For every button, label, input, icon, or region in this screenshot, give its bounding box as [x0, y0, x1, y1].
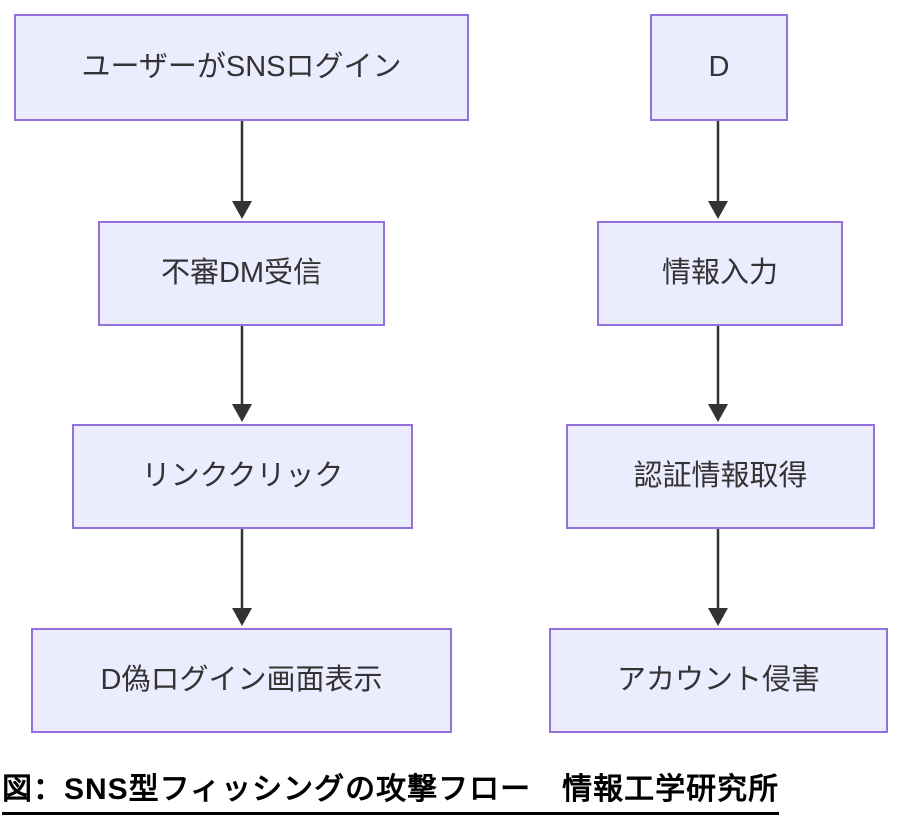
flow-node-suspicious-dm: 不審DM受信 [98, 221, 385, 326]
flow-node-link-click: リンククリック [72, 424, 413, 529]
flow-node-info-input: 情報入力 [597, 221, 843, 326]
flow-node-credential-theft: 認証情報取得 [566, 424, 875, 529]
node-label: 不審DM受信 [160, 257, 323, 290]
node-label: アカウント侵害 [616, 664, 820, 697]
flow-node-d: D [650, 14, 788, 121]
flow-node-account-compromise: アカウント侵害 [549, 628, 888, 733]
arrow-click-to-fakescreen [232, 529, 252, 626]
arrow-d-to-input [708, 121, 728, 219]
node-label: D偽ログイン画面表示 [100, 664, 383, 697]
diagram-caption: 図：SNS型フィッシングの攻撃フロー 情報工学研究所 [2, 770, 780, 815]
arrow-input-to-credential [708, 326, 728, 422]
node-label: 認証情報取得 [633, 460, 808, 493]
node-label: ユーザーがSNSログイン [81, 51, 402, 84]
node-label: D [708, 51, 730, 84]
arrow-user-to-dm [232, 121, 252, 219]
node-label: リンククリック [141, 460, 344, 493]
flow-node-fake-login-screen: D偽ログイン画面表示 [31, 628, 452, 733]
flow-node-user-sns-login: ユーザーがSNSログイン [14, 14, 469, 121]
arrow-dm-to-click [232, 326, 252, 422]
arrow-credential-to-compromise [708, 529, 728, 626]
node-label: 情報入力 [661, 257, 778, 290]
